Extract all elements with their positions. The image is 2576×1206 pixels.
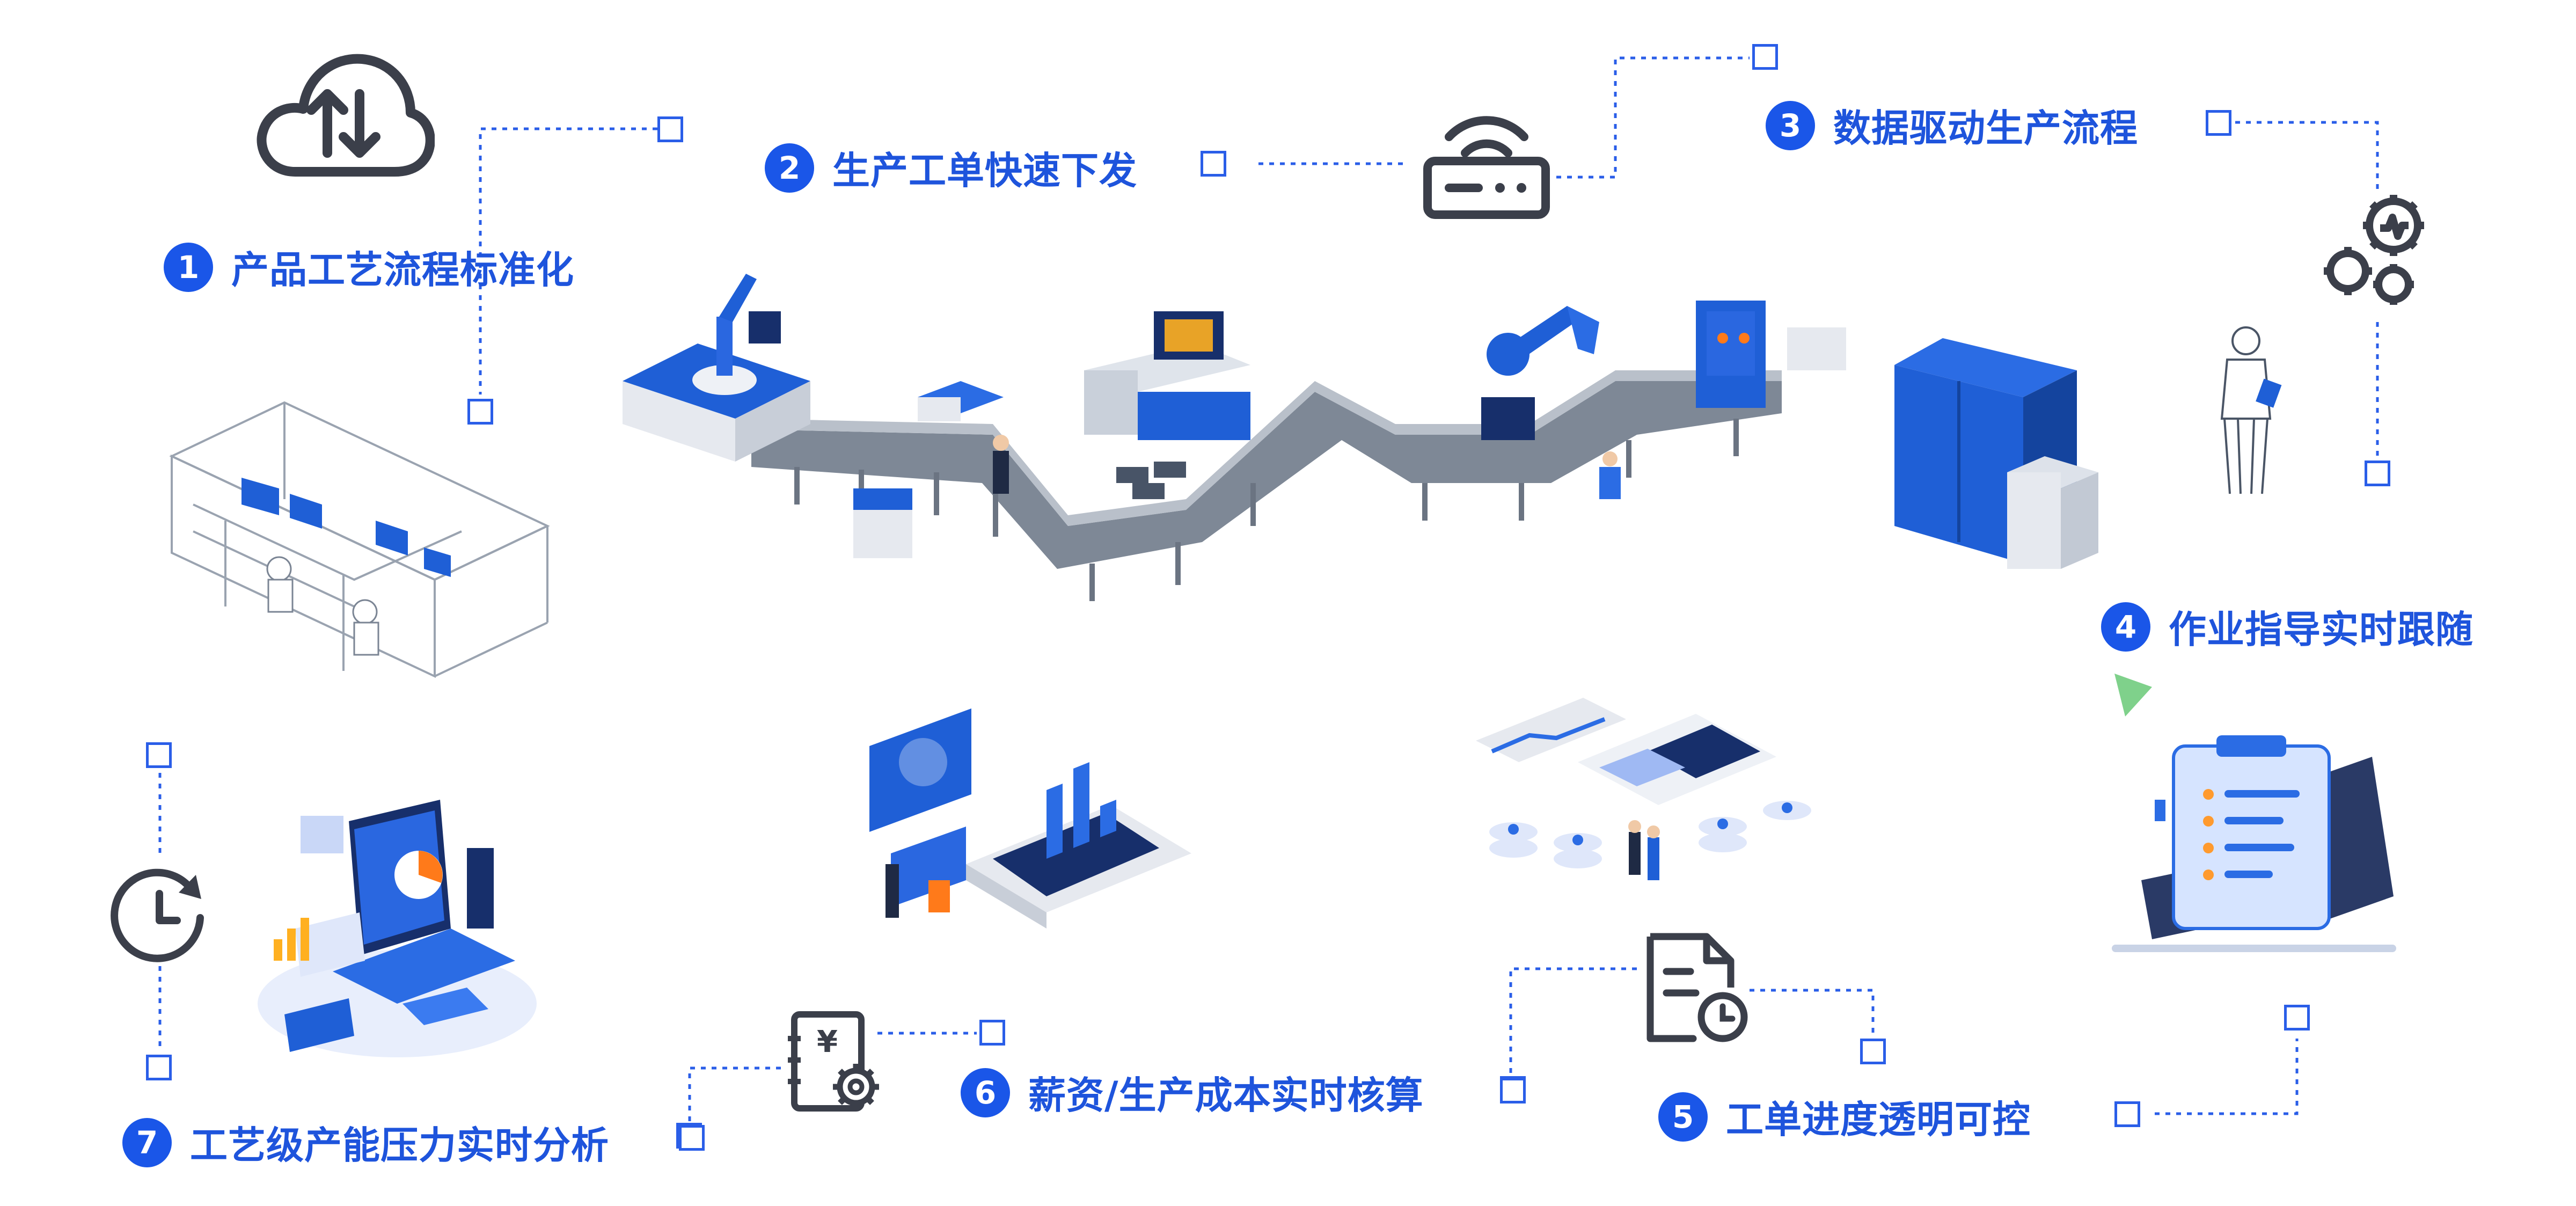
step-badge-7: 7 [122, 1117, 172, 1167]
clock-icon [111, 868, 204, 962]
cloud-sync-icon [257, 54, 435, 177]
connector-square [467, 399, 493, 425]
feature-text-1: 产品工艺流程标准化 [231, 248, 574, 292]
ledger-gear-icon: ¥ [788, 1011, 879, 1112]
feature-text-7: 工艺级产能压力实时分析 [190, 1123, 609, 1167]
capacity-analysis-illustration [258, 800, 537, 1057]
worker-illustration [2220, 326, 2282, 494]
step-badge-1: 1 [164, 242, 213, 292]
feature-label-7: 7 工艺级产能压力实时分析 [122, 1115, 609, 1170]
feature-label-5: 5 工单进度透明可控 [1658, 1090, 2031, 1144]
gears-icon [2324, 195, 2424, 305]
feature-text-4: 作业指导实时跟随 [2169, 608, 2473, 652]
feature-text-3: 数据驱动生产流程 [1833, 106, 2138, 150]
connector-square [146, 1055, 172, 1080]
step-badge-4: 4 [2101, 602, 2150, 652]
connector-square [657, 116, 683, 142]
feature-label-3: 3 数据驱动生产流程 [1766, 98, 2138, 152]
feature-text-5: 工单进度透明可控 [1726, 1098, 2031, 1142]
connector-square [1752, 44, 1778, 70]
production-line-illustration [623, 274, 2098, 601]
currency-symbol: ¥ [817, 1025, 838, 1059]
connector-square [2114, 1101, 2140, 1127]
connector-square [2206, 110, 2231, 136]
connector-square [146, 742, 172, 768]
feature-label-6: 6 薪资/生产成本实时核算 [961, 1065, 1424, 1120]
feature-label-1: 1 产品工艺流程标准化 [164, 240, 574, 294]
connector-square [2365, 461, 2390, 486]
connector-square [2284, 1005, 2310, 1030]
feature-label-4: 4 作业指导实时跟随 [2101, 600, 2473, 654]
connector-square [1201, 151, 1226, 177]
connector-square [679, 1125, 705, 1151]
step-badge-5: 5 [1658, 1092, 1708, 1142]
step-badge-2: 2 [765, 143, 814, 193]
step-badge-3: 3 [1766, 100, 1815, 150]
feature-text-6: 薪资/生产成本实时核算 [1028, 1073, 1424, 1117]
step-badge-6: 6 [961, 1068, 1010, 1117]
connector-square [1860, 1039, 1886, 1064]
work-instruction-illustration [2112, 674, 2396, 952]
progress-tracking-illustration [1476, 698, 1811, 880]
feature-label-2: 2 生产工单快速下发 [765, 141, 1137, 195]
office-workstation-illustration [169, 401, 550, 678]
document-clock-icon [1646, 933, 1748, 1042]
connector-square [1500, 1078, 1526, 1103]
feature-text-2: 生产工单快速下发 [832, 149, 1137, 193]
connector-square [979, 1020, 1005, 1046]
router-icon [1423, 116, 1550, 219]
cost-dashboard-illustration [869, 708, 1191, 929]
